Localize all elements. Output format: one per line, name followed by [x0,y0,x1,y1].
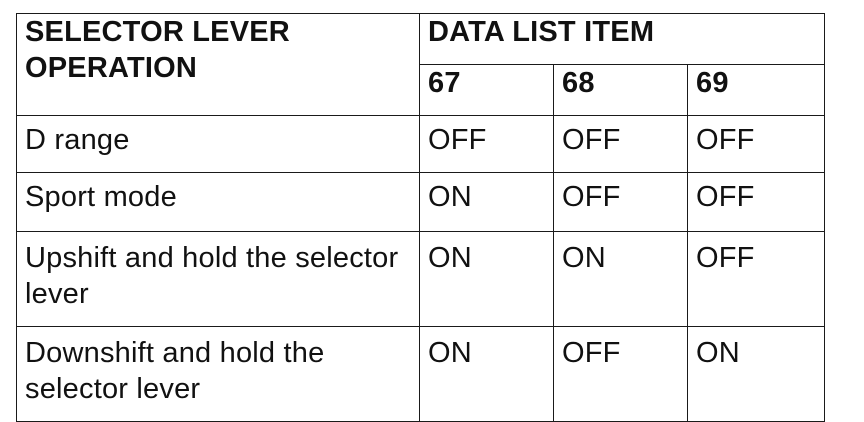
operation-cell: Downshift and hold the selector lever [16,326,420,422]
operation-cell: Sport mode [16,172,420,232]
value-cell: OFF [687,172,825,232]
value-cell: ON [419,231,554,327]
table-subheader-row: 67 68 69 [17,64,825,116]
value-cell: OFF [687,231,825,327]
value-cell: OFF [553,115,688,173]
value-cell: OFF [553,172,688,232]
value-cell: OFF [553,326,688,422]
operation-cell: D range [16,115,420,173]
value-cell: ON [687,326,825,422]
value-cell: OFF [419,115,554,173]
table-row: Sport mode ON OFF OFF [16,172,825,232]
operation-cell: Upshift and hold the selector lever [16,231,420,327]
value-cell: ON [419,172,554,232]
header-data-list-item: DATA LIST ITEM [419,13,825,65]
table-row: D range OFF OFF OFF [16,115,825,173]
header-item-67: 67 [419,64,554,116]
table-header-row: SELECTOR LEVER OPERATION DATA LIST ITEM [16,13,825,116]
value-cell: ON [553,231,688,327]
header-selector-lever-operation: SELECTOR LEVER OPERATION [16,13,420,116]
header-item-68: 68 [553,64,688,116]
value-cell: OFF [687,115,825,173]
selector-lever-data-table: SELECTOR LEVER OPERATION DATA LIST ITEM … [16,13,825,422]
table-row: Upshift and hold the selector lever ON O… [16,231,825,327]
value-cell: ON [419,326,554,422]
header-item-69: 69 [687,64,825,116]
table-row: Downshift and hold the selector lever ON… [16,326,825,422]
